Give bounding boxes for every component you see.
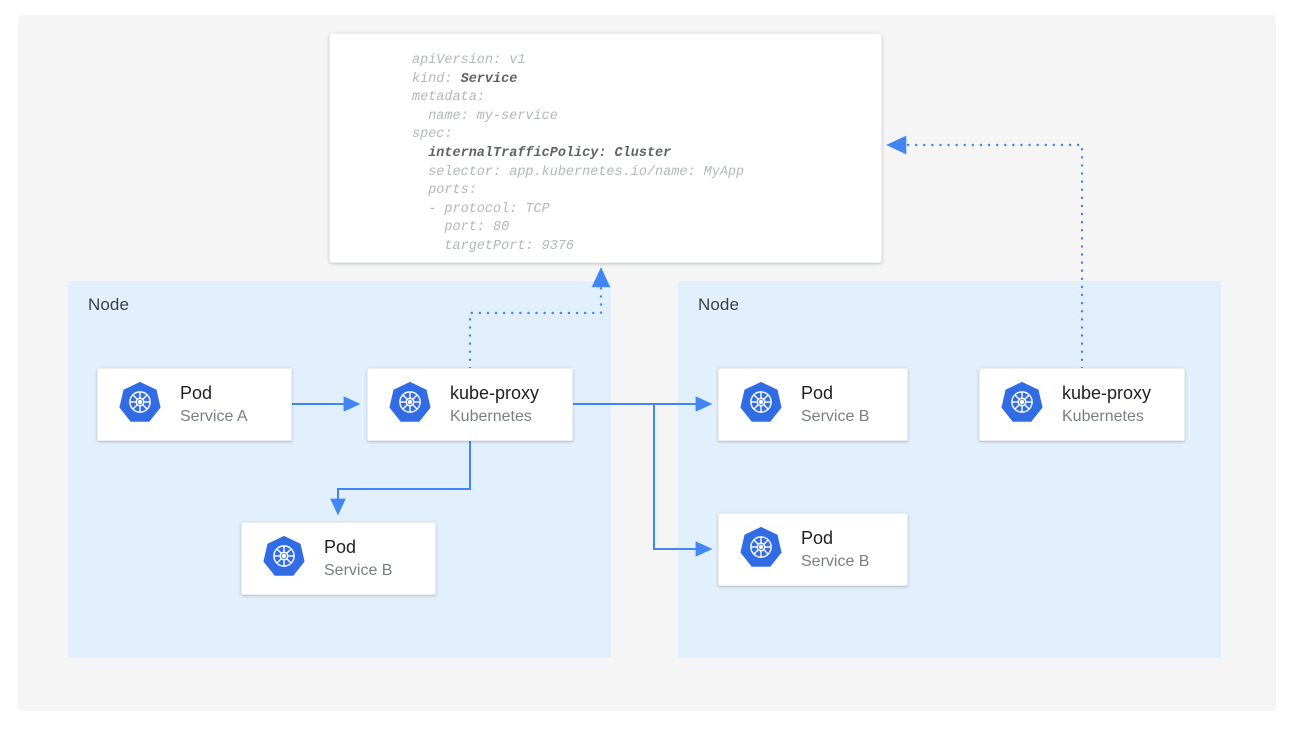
pod-service-b-bottom-subtitle: Service B: [801, 552, 870, 570]
node-container-left: Node: [68, 281, 611, 658]
pod-service-b-left-title: Pod: [324, 537, 357, 558]
kubernetes-icon: [739, 380, 783, 429]
pod-service-b-bottom-title: Pod: [801, 528, 834, 549]
kubernetes-icon: [262, 534, 306, 583]
pod-service-b-left-subtitle: Service B: [324, 561, 393, 579]
kubernetes-icon: [118, 380, 162, 429]
pod-service-a-subtitle: Service A: [180, 407, 248, 425]
pod-service-b-top-subtitle: Service B: [801, 407, 870, 425]
pod-service-b-top-card[interactable]: Pod Service B: [718, 368, 908, 441]
pod-service-a-card[interactable]: Pod Service A: [97, 368, 292, 441]
pod-service-b-left-card[interactable]: Pod Service B: [241, 522, 436, 595]
node-label-left: Node: [88, 295, 130, 314]
pod-service-b-bottom-card[interactable]: Pod Service B: [718, 513, 908, 586]
kubernetes-icon: [739, 525, 783, 574]
pod-service-b-top-title: Pod: [801, 383, 834, 404]
kube-proxy-left-title: kube-proxy: [450, 383, 540, 404]
kube-proxy-right-title: kube-proxy: [1062, 383, 1152, 404]
service-manifest-card: apiVersion: v1 kind: Service metadata: n…: [329, 33, 882, 263]
kube-proxy-left-card[interactable]: kube-proxy Kubernetes: [367, 368, 573, 441]
service-manifest-yaml: apiVersion: v1 kind: Service metadata: n…: [412, 53, 745, 254]
kubernetes-icon: [388, 380, 432, 429]
kubernetes-icon: [1000, 380, 1044, 429]
kube-proxy-left-subtitle: Kubernetes: [450, 407, 532, 425]
node-container-right: Node: [678, 281, 1221, 658]
node-label-right: Node: [698, 295, 740, 314]
kube-proxy-right-subtitle: Kubernetes: [1062, 407, 1144, 425]
kube-proxy-right-card[interactable]: kube-proxy Kubernetes: [979, 368, 1185, 441]
pod-service-a-title: Pod: [180, 383, 213, 404]
